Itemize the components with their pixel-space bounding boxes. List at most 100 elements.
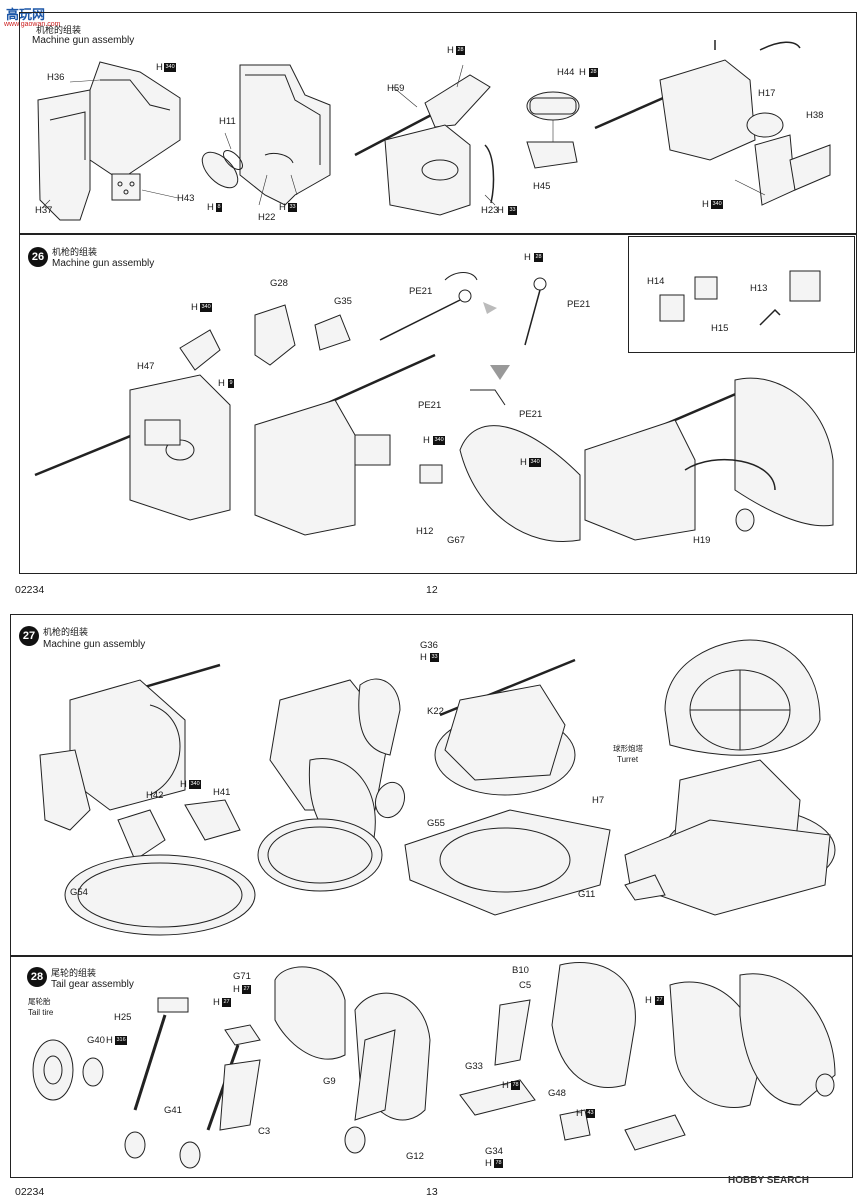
part-label-h36: H36 — [47, 72, 65, 83]
sprue-h-label: H — [579, 67, 586, 78]
step25-gun-mount-drawing — [594, 40, 831, 206]
step27-title-cn: 机枪的组装 — [43, 627, 89, 637]
step26-completed-assembly-drawing — [584, 377, 834, 541]
sprue-tag-27: 27 — [242, 985, 252, 994]
sprue-tag-9: 9 — [228, 379, 235, 388]
sprue-h-label: H — [423, 435, 430, 446]
part-label-g35: G35 — [334, 296, 352, 307]
sprue-h-label: H — [207, 202, 214, 213]
sprue-h-label: H — [106, 1035, 113, 1046]
part-label-h7: H7 — [592, 795, 605, 806]
sprue-tag-78: 78 — [511, 1081, 521, 1090]
step27-base-plate-drawing — [404, 658, 611, 916]
page12-product-code: 02234 — [15, 584, 45, 596]
part-label-pe21: PE21 — [567, 299, 591, 310]
sprue-h-label: H — [279, 202, 286, 213]
part-label-h12: H12 — [416, 526, 434, 537]
sprue-h-label: H — [447, 45, 454, 56]
part-label-k22: K22 — [427, 706, 444, 717]
part-label-h45: H45 — [533, 181, 551, 192]
part-label-g40: G40 — [87, 1035, 105, 1046]
sprue-tag-340: 340 — [529, 458, 542, 467]
part-label-h59: H59 — [387, 83, 405, 94]
sprue-tag-316: 316 — [115, 1036, 128, 1045]
step28-title-en: Tail gear assembly — [51, 979, 134, 990]
sprue-h-label: H — [645, 995, 652, 1006]
sprue-tag-340: 340 — [164, 63, 177, 72]
step27-title-en: Machine gun assembly — [43, 639, 146, 650]
part-label-h22: H22 — [258, 212, 276, 223]
part-label-h38: H38 — [806, 110, 824, 121]
sprue-h-label: H — [576, 1108, 583, 1119]
part-label-g54: G54 — [70, 887, 88, 898]
step25-frame — [19, 12, 857, 234]
step28-tail-bulkhead-drawing — [274, 966, 431, 1154]
sprue-h-label: H — [213, 997, 220, 1008]
sprue-tag-27: 27 — [655, 996, 665, 1005]
part-label-h43: H43 — [177, 193, 195, 204]
part-label-h44: H44 — [557, 67, 575, 78]
part-label-c3: C3 — [258, 1126, 271, 1137]
part-label-h14: H14 — [647, 276, 665, 287]
sprue-tag-340: 340 — [711, 200, 724, 209]
part-label-h37: H37 — [35, 205, 53, 216]
sprue-h-label: H — [191, 302, 198, 313]
part-label-g12: G12 — [406, 1151, 424, 1162]
step28-tail-strut-drawing — [124, 997, 261, 1169]
step25-barrel-assembly-drawing — [354, 64, 496, 216]
step25-ammo-box-drawing — [526, 91, 580, 169]
watermark-hobby-search: HOBBY SEARCH — [728, 1175, 809, 1186]
sprue-h-label: H — [156, 62, 163, 73]
step26-inset-sight-parts-drawing — [659, 270, 821, 326]
sprue-h-label: H — [180, 779, 187, 790]
part-label-h13: H13 — [750, 283, 768, 294]
part-label-g34: G34 — [485, 1146, 503, 1157]
step28-tail-tire-drawing — [32, 1039, 104, 1101]
tail-tire-label-cn: 尾轮胎 — [28, 997, 51, 1006]
page13-number: 13 — [426, 1186, 438, 1198]
step28-title-cn: 尾轮的组装 — [51, 968, 97, 978]
step25-title-en: Machine gun assembly — [32, 35, 135, 46]
part-label-g33: G33 — [465, 1061, 483, 1072]
part-label-g55: G55 — [427, 818, 445, 829]
sprue-tag-33: 33 — [288, 203, 298, 212]
sprue-tag-43: 43 — [586, 1109, 596, 1118]
part-label-g11: G11 — [578, 889, 596, 900]
part-label-g36: G36 — [420, 640, 438, 651]
step27-armor-drawing — [257, 678, 406, 892]
part-label-h25: H25 — [114, 1012, 132, 1023]
sprue-tag-33: 33 — [508, 206, 518, 215]
part-label-pe21: PE21 — [519, 409, 543, 420]
part-label-b10: B10 — [512, 965, 529, 976]
watermark-logo: 高玩网 — [6, 7, 46, 22]
step26-photoetch-sight-drawing — [379, 272, 581, 542]
step25-cover-assembly-drawing — [201, 64, 331, 206]
sprue-tag-28: 28 — [589, 68, 599, 77]
part-label-c5: C5 — [519, 980, 532, 991]
step26-title-cn: 机枪的组装 — [52, 247, 98, 257]
step28-frame — [10, 956, 853, 1178]
part-label-h15: H15 — [711, 323, 729, 334]
part-label-h17: H17 — [758, 88, 776, 99]
sprue-tag-340: 340 — [433, 436, 446, 445]
turret-label-cn: 球形炮塔 — [613, 744, 643, 753]
part-label-h47: H47 — [137, 361, 155, 372]
sprue-h-label: H — [502, 1080, 509, 1091]
step26-title-en: Machine gun assembly — [52, 258, 155, 269]
sprue-h-label: H — [524, 252, 531, 263]
part-label-g48: G48 — [548, 1088, 566, 1099]
sprue-h-label: H — [702, 199, 709, 210]
part-label-h42: H42 — [146, 790, 164, 801]
page12-number: 12 — [426, 584, 438, 596]
step26-inset-frame — [628, 236, 855, 353]
sprue-tag-33: 33 — [430, 653, 440, 662]
step26-number: 26 — [28, 247, 48, 267]
part-label-h11: H11 — [219, 116, 236, 127]
sprue-tag-27: 27 — [222, 998, 232, 1007]
sprue-tag-340: 340 — [200, 303, 213, 312]
sprue-tag-28: 28 — [456, 46, 466, 55]
sprue-h-label: H — [485, 1158, 492, 1169]
step26-frame — [19, 234, 857, 574]
watermark-url: www.gaowan.com — [4, 21, 61, 28]
sprue-h-label: H — [218, 378, 225, 389]
